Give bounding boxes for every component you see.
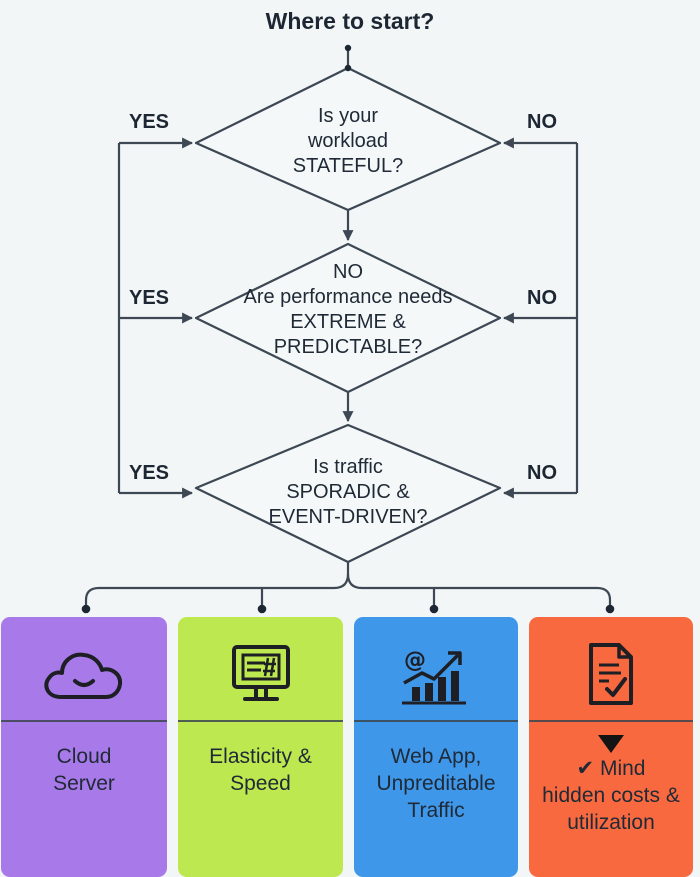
no-label-3: NO [527,462,557,484]
outcome-card-mind-costs[interactable]: ✔ Mind hidden costs & utilization [529,617,693,877]
svg-text:@: @ [404,648,426,673]
decision-1-text: Is your workload STATEFUL? [292,105,404,177]
outcome-text: Cloud Server [53,745,115,795]
analytics-chart-icon: @ [354,641,518,709]
flowchart-connectors [81,44,615,614]
branch-connector [84,562,350,606]
yes-label-2: YES [129,287,170,309]
outcome-card-web-app[interactable]: @ Web App, Unpreditable Traffic [354,617,518,877]
outcome-card-cloud-server[interactable]: Cloud Server [1,617,167,877]
no-label-2: NO [527,287,557,309]
outcome-text: Elasticity & Speed [209,745,312,795]
outcome-text: ✔ Mind hidden costs & utilization [533,735,689,836]
no-label-1: NO [527,111,557,133]
decision-2-text: NO Are performance needs EXTREME & PREDI… [243,261,453,358]
yes-label-1: YES [129,111,170,133]
triangle-down-icon [598,735,624,753]
yes-label-3: YES [129,462,170,484]
outcome-card-elasticity-speed[interactable]: Elasticity & Speed [178,617,343,877]
monitor-icon [178,641,343,709]
decision-3-text: Is traffic SPORADIC & EVENT-DRIVEN? [268,456,428,528]
card-divider [529,720,693,722]
outcome-text: Web App, Unpreditable Traffic [376,745,496,822]
cloud-icon [1,641,167,709]
card-divider [354,720,518,722]
checklist-document-icon [529,641,693,709]
page-title: Where to start? [265,8,435,34]
card-divider [178,720,343,722]
card-divider [1,720,167,722]
